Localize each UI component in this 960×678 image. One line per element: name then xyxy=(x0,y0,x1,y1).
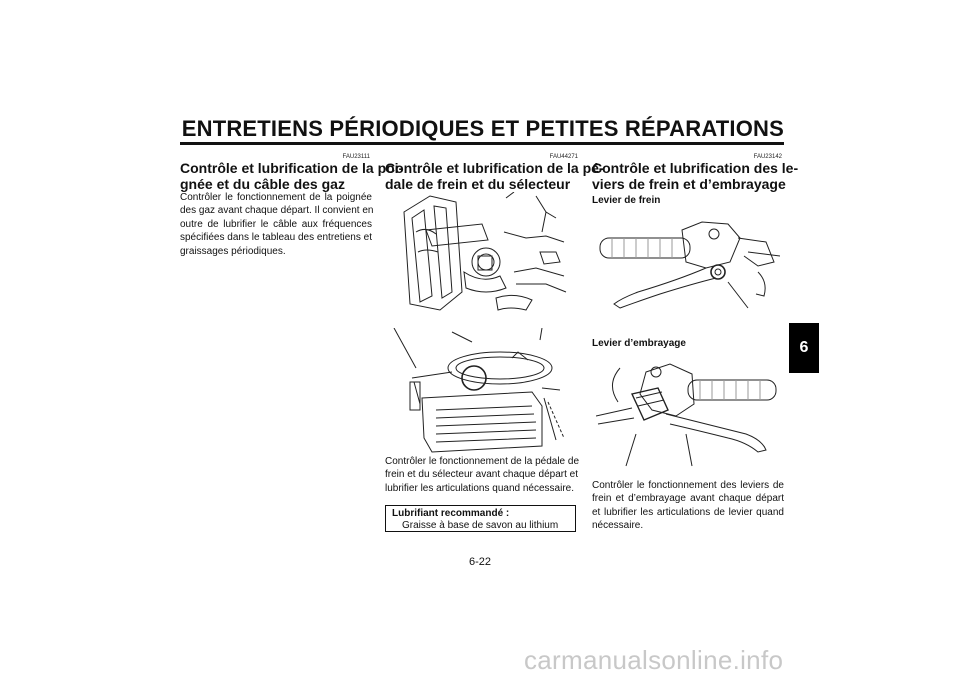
section-code: FAU44271 xyxy=(549,154,578,160)
chapter-tab[interactable]: 6 xyxy=(789,323,819,373)
lubricant-label: Lubrifiant recommandé : xyxy=(392,508,510,519)
section-title: Contrôle et lubrification de la poi- gné… xyxy=(180,160,404,192)
shift-pedal-illustration xyxy=(393,328,565,453)
lubricant-value: Graisse à base de savon au lithium xyxy=(402,520,559,531)
section-body: Contrôler le fonctionnement des leviers … xyxy=(592,480,784,532)
watermark[interactable]: carmanualsonline.info xyxy=(524,645,784,675)
brake-lever-subheading: Levier de frein xyxy=(592,195,661,206)
section-body: Contrôler le fonctionnement de la poigné… xyxy=(180,192,374,257)
clutch-lever-illustration xyxy=(596,363,777,467)
recommended-lubricant-box: Lubrifiant recommandé : Graisse à base d… xyxy=(385,505,576,532)
brake-lever-illustration xyxy=(599,221,780,309)
section-body: Contrôler le fonctionnement de la pédale… xyxy=(385,456,580,494)
section-code: FAU23111 xyxy=(342,154,370,160)
clutch-lever-subheading: Levier d’embrayage xyxy=(592,338,686,349)
section-title: Contrôle et lubrification de la pé- dale… xyxy=(385,160,604,192)
brake-pedal-illustration xyxy=(403,192,567,311)
page-number: 6-22 xyxy=(468,556,492,568)
header-rule xyxy=(180,142,784,145)
section-code: FAU23142 xyxy=(753,154,782,160)
section-title: Contrôle et lubrification des le- viers … xyxy=(592,160,799,192)
page-header-title: ENTRETIENS PÉRIODIQUES ET PETITES RÉPARA… xyxy=(181,116,784,141)
